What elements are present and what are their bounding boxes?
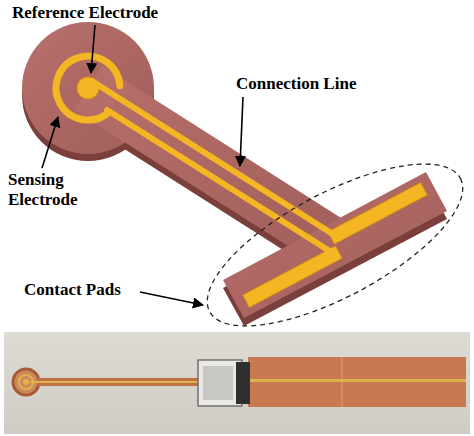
gold-electrodes — [77, 77, 427, 307]
device-photo — [4, 332, 470, 434]
part-label: Reference Electrode — [12, 3, 212, 23]
part-label: Contact Pads — [24, 280, 154, 300]
pads-outline — [185, 132, 474, 357]
leader-arrows — [42, 25, 243, 305]
part-label: Sensing Electrode — [8, 170, 100, 210]
part-label: Connection Line — [236, 74, 416, 94]
